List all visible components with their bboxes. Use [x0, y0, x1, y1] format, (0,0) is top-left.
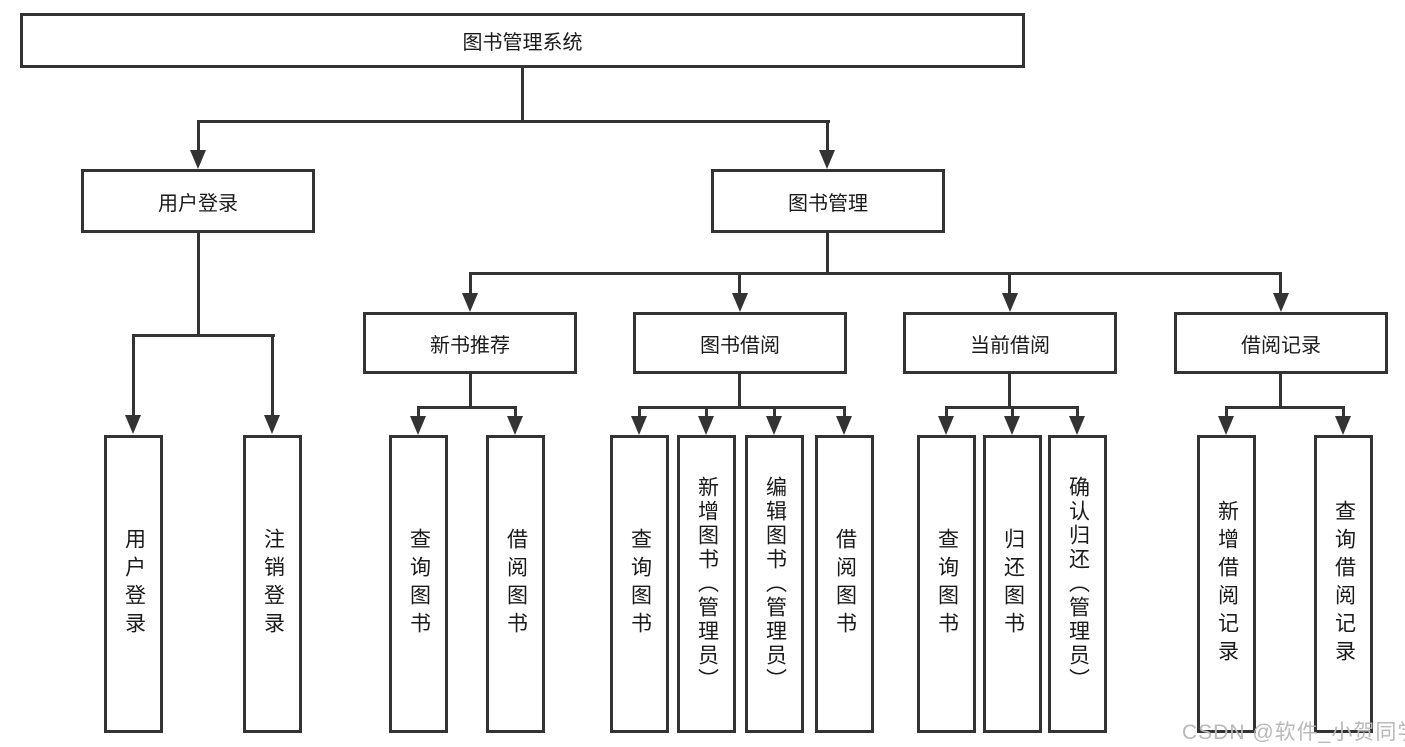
edge-to-confirm-return-admin	[1076, 406, 1079, 417]
node-new-book-recommendation: 新书推荐	[363, 312, 577, 374]
node-user-login: 用户登录	[81, 169, 315, 233]
leaf-borrow-books-2: 借阅图书	[815, 435, 874, 733]
arrowhead-current-borrowing	[1002, 293, 1018, 312]
edge-book-management-trunk	[826, 233, 829, 274]
arrowhead-add-borrow-record	[1218, 416, 1234, 435]
arrowhead-edit-books-admin	[766, 416, 782, 435]
edge-to-add-books-admin	[705, 406, 708, 417]
leaf-label: 新增图书（管理员）	[695, 476, 719, 692]
leaf-label: 确认归还（管理员）	[1066, 476, 1090, 692]
edge-current-borrowing-trunk	[1008, 374, 1011, 408]
edge-root-to-user-login	[197, 120, 200, 152]
arrowhead-query-books-2	[631, 416, 647, 435]
leaf-confirm-return-admin: 确认归还（管理员）	[1048, 435, 1107, 733]
leaf-query-books-1: 查询图书	[389, 435, 448, 733]
arrowhead-new-book-rec	[462, 293, 478, 312]
edge-to-leaf-logout	[271, 334, 274, 417]
leaf-label: 查询图书	[628, 528, 652, 640]
edge-user-login-trunk	[197, 233, 200, 336]
arrowhead-user-login	[190, 150, 206, 169]
node-label: 图书借阅	[700, 334, 780, 357]
leaf-label: 注销登录	[261, 528, 285, 640]
edge-to-query-books-3	[945, 406, 948, 417]
edge-to-edit-books-admin	[773, 406, 776, 417]
edge-book-borrowing-trunk	[738, 374, 741, 408]
edge-new-book-rec-spread	[417, 406, 517, 409]
node-label: 新书推荐	[430, 334, 510, 357]
edge-to-book-borrowing	[738, 272, 741, 294]
arrowhead-query-borrow-record	[1335, 416, 1351, 435]
edge-root-to-book-management	[826, 120, 829, 152]
leaf-return-books: 归还图书	[983, 435, 1042, 733]
arrowhead-leaf-logout	[264, 415, 280, 434]
leaf-label: 查询图书	[935, 528, 959, 640]
edge-to-current-borrowing	[1008, 272, 1011, 294]
arrowhead-query-books-3	[938, 416, 954, 435]
leaf-label: 编辑图书（管理员）	[763, 476, 787, 692]
arrowhead-query-books-1	[410, 416, 426, 435]
edge-to-leaf-user-login	[132, 334, 135, 417]
leaf-query-borrow-record: 查询借阅记录	[1314, 435, 1373, 733]
csdn-watermark: CSDN @软件_小贺同学	[1182, 721, 1405, 744]
arrowhead-leaf-user-login	[125, 415, 141, 434]
leaf-add-books-admin: 新增图书（管理员）	[677, 435, 736, 733]
node-label: 借阅记录	[1241, 334, 1321, 357]
node-label: 图书管理系统	[462, 32, 583, 54]
arrowhead-borrow-books-1	[507, 416, 523, 435]
leaf-borrow-books-1: 借阅图书	[486, 435, 545, 733]
edge-to-borrow-books-1	[514, 406, 517, 417]
edge-book-borrowing-spread	[638, 406, 846, 409]
arrowhead-book-management	[819, 150, 835, 169]
edge-to-borrow-books-2	[843, 406, 846, 417]
edge-root-spread	[197, 120, 830, 123]
edge-root-trunk	[521, 68, 524, 120]
arrowhead-borrowing-records	[1273, 293, 1289, 312]
edge-to-query-books-1	[417, 406, 420, 417]
leaf-label: 查询借阅记录	[1332, 500, 1356, 668]
arrowhead-add-books-admin	[698, 416, 714, 435]
node-book-borrowing: 图书借阅	[633, 312, 847, 374]
node-borrowing-records: 借阅记录	[1174, 312, 1388, 374]
node-book-management: 图书管理	[711, 169, 945, 233]
node-label: 图书管理	[788, 192, 868, 215]
arrowhead-confirm-return-admin	[1069, 416, 1085, 435]
edge-to-query-borrow-record	[1342, 406, 1345, 417]
edge-new-book-rec-trunk	[469, 374, 472, 408]
leaf-user-login: 用户登录	[104, 435, 163, 733]
edge-borrowing-records-spread	[1225, 406, 1345, 409]
leaf-edit-books-admin: 编辑图书（管理员）	[745, 435, 804, 733]
edge-to-add-borrow-record	[1225, 406, 1228, 417]
node-library-management-system: 图书管理系统	[20, 13, 1025, 68]
edge-borrowing-records-trunk	[1279, 374, 1282, 408]
leaf-label: 查询图书	[407, 528, 431, 640]
edge-user-login-spread	[132, 334, 275, 337]
leaf-label: 归还图书	[1001, 528, 1025, 640]
leaf-add-borrow-record: 新增借阅记录	[1197, 435, 1256, 733]
arrowhead-borrow-books-2	[836, 416, 852, 435]
arrowhead-return-books	[1004, 416, 1020, 435]
leaf-logout: 注销登录	[243, 435, 302, 733]
node-label: 当前借阅	[970, 334, 1050, 357]
leaf-query-books-3: 查询图书	[917, 435, 976, 733]
edge-to-new-book-rec	[469, 272, 472, 294]
edge-to-return-books	[1011, 406, 1014, 417]
leaf-label: 借阅图书	[833, 528, 857, 640]
leaf-label: 新增借阅记录	[1215, 500, 1239, 668]
edge-to-query-books-2	[638, 406, 641, 417]
node-label: 用户登录	[158, 192, 238, 215]
leaf-label: 用户登录	[122, 528, 146, 640]
leaf-label: 借阅图书	[504, 528, 528, 640]
leaf-query-books-2: 查询图书	[610, 435, 669, 733]
edge-to-borrowing-records	[1279, 272, 1282, 294]
node-current-borrowing: 当前借阅	[903, 312, 1117, 374]
edge-book-management-spread	[469, 272, 1282, 275]
arrowhead-book-borrowing	[732, 293, 748, 312]
